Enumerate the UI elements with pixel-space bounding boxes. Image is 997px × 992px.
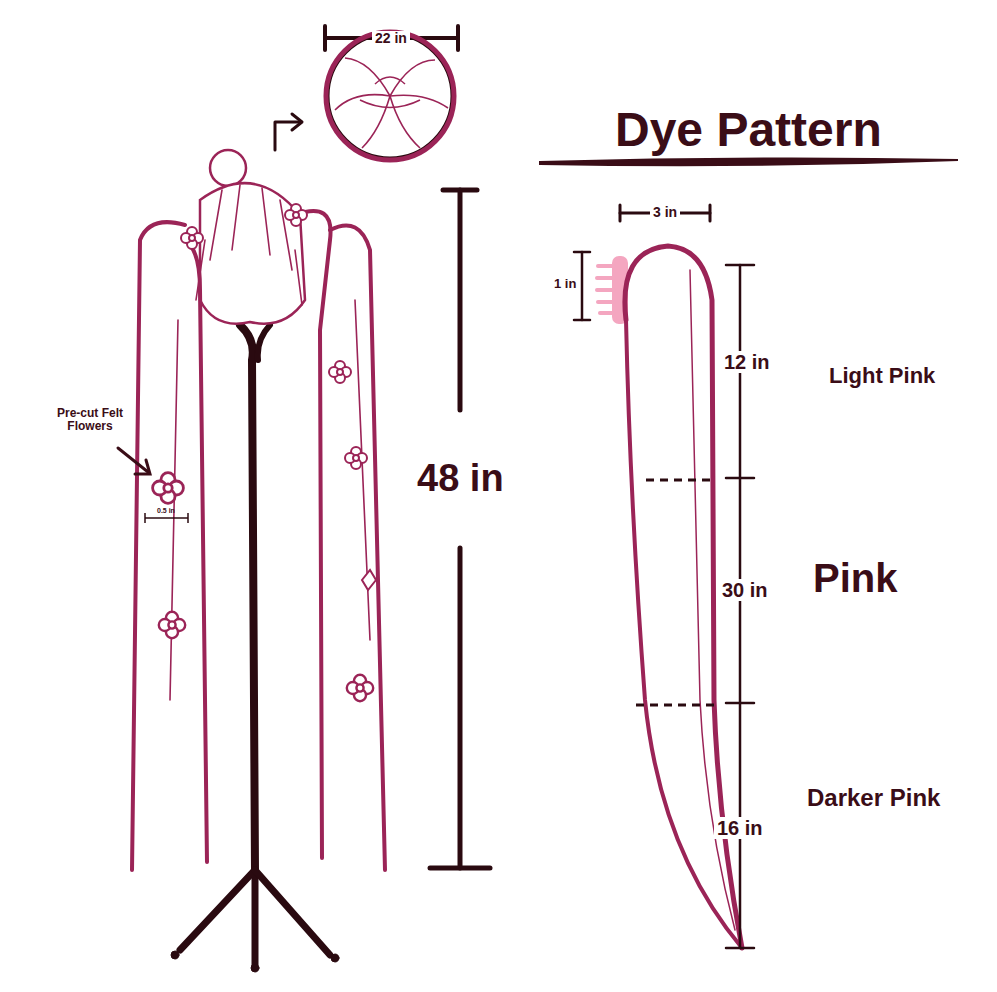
drawing-stroke bbox=[726, 264, 754, 267]
drawing-stroke bbox=[362, 96, 390, 148]
drawing-stroke bbox=[443, 188, 477, 193]
drawing-stroke bbox=[292, 114, 302, 130]
drawing-stroke bbox=[118, 448, 148, 472]
dimension-label: 1 in bbox=[554, 277, 576, 291]
dimension-label: 48 in bbox=[417, 458, 504, 500]
color-label: Pink bbox=[813, 556, 897, 600]
drawing-stroke bbox=[458, 190, 463, 410]
drawing-stroke bbox=[171, 951, 179, 959]
drawing-stroke bbox=[285, 204, 307, 226]
drawing-stroke bbox=[390, 96, 420, 148]
drawing-stroke bbox=[597, 276, 614, 280]
drawing-stroke bbox=[430, 866, 490, 871]
title-text: Dye Pattern bbox=[615, 104, 882, 157]
drawing-stroke bbox=[581, 252, 584, 320]
wig-stand bbox=[171, 325, 339, 972]
section-line bbox=[636, 480, 714, 705]
drawing-stroke bbox=[159, 612, 185, 638]
drawing-stroke bbox=[347, 675, 373, 701]
clip-comb bbox=[597, 258, 626, 322]
drawing-stroke bbox=[240, 325, 255, 870]
dimension-label: 22 in bbox=[372, 31, 410, 46]
dimension-label: 30 in bbox=[719, 579, 771, 601]
drawing-stroke bbox=[187, 513, 189, 523]
drawing-stroke bbox=[458, 548, 463, 868]
wig-pigtail bbox=[132, 211, 385, 870]
drawing-stroke bbox=[181, 227, 203, 249]
drawing-stroke bbox=[328, 34, 452, 158]
drawing-stroke bbox=[600, 311, 614, 315]
felt-flowers bbox=[153, 204, 376, 701]
wig-head bbox=[196, 150, 305, 324]
drawing-stroke bbox=[574, 251, 590, 254]
drawing-stroke bbox=[185, 240, 207, 862]
dimension-label: 12 in bbox=[721, 351, 773, 373]
height-dimension bbox=[430, 190, 490, 868]
drawing-stroke bbox=[326, 32, 454, 160]
drawing-stroke bbox=[135, 460, 150, 474]
width-bracket-small bbox=[620, 205, 710, 221]
drawing-stroke bbox=[345, 58, 390, 96]
drawing-stroke bbox=[709, 205, 712, 221]
drawing-stroke bbox=[329, 361, 351, 383]
drawing-stroke bbox=[331, 954, 339, 962]
dimension-label: 3 in bbox=[650, 205, 680, 220]
small-bracket bbox=[145, 513, 188, 523]
drawing-stroke bbox=[360, 100, 420, 108]
drawing-stroke bbox=[323, 26, 327, 50]
drawing-stroke bbox=[626, 320, 742, 948]
title-underline bbox=[540, 158, 958, 165]
drawing-stroke bbox=[180, 870, 255, 950]
drawing-stroke bbox=[362, 570, 376, 590]
drawing-stroke bbox=[252, 870, 259, 965]
drawing-stroke bbox=[335, 58, 448, 148]
drawing-stroke bbox=[210, 150, 246, 186]
callout-label: Pre-cut Felt Flowers bbox=[35, 407, 145, 433]
drawing-stroke bbox=[258, 325, 270, 360]
drawing-stroke bbox=[619, 205, 622, 221]
dimension-label: 0.5 in bbox=[157, 507, 175, 515]
callout-arrow bbox=[118, 448, 150, 474]
drawing-stroke bbox=[295, 211, 331, 858]
drawing-stroke bbox=[251, 964, 259, 972]
drawing-stroke bbox=[597, 288, 614, 292]
drawing-stroke bbox=[145, 517, 188, 519]
drawing-stroke bbox=[726, 477, 754, 480]
drawing-stroke bbox=[196, 185, 302, 305]
color-label: Darker Pink bbox=[807, 785, 940, 811]
dimension-label: 16 in bbox=[714, 817, 766, 839]
drawing-stroke bbox=[726, 947, 754, 950]
drawing-stroke bbox=[144, 513, 146, 523]
drawing-stroke bbox=[330, 226, 385, 871]
top-view-cap bbox=[326, 32, 454, 160]
view-arrow bbox=[275, 114, 302, 150]
drawing-stroke bbox=[375, 77, 405, 84]
color-label: Light Pink bbox=[829, 364, 935, 388]
drawing-stroke bbox=[636, 704, 714, 707]
drawing-stroke bbox=[456, 26, 460, 50]
drawing-stroke bbox=[598, 300, 614, 304]
drawing-stroke bbox=[132, 222, 185, 870]
drawing-stroke bbox=[255, 870, 330, 955]
drawing-stroke bbox=[153, 473, 184, 504]
drawing-stroke bbox=[646, 479, 712, 482]
drawing-stroke bbox=[345, 447, 367, 469]
drawing-stroke bbox=[574, 319, 590, 322]
drawing-stroke bbox=[726, 702, 754, 705]
drawing-stroke bbox=[598, 264, 614, 268]
